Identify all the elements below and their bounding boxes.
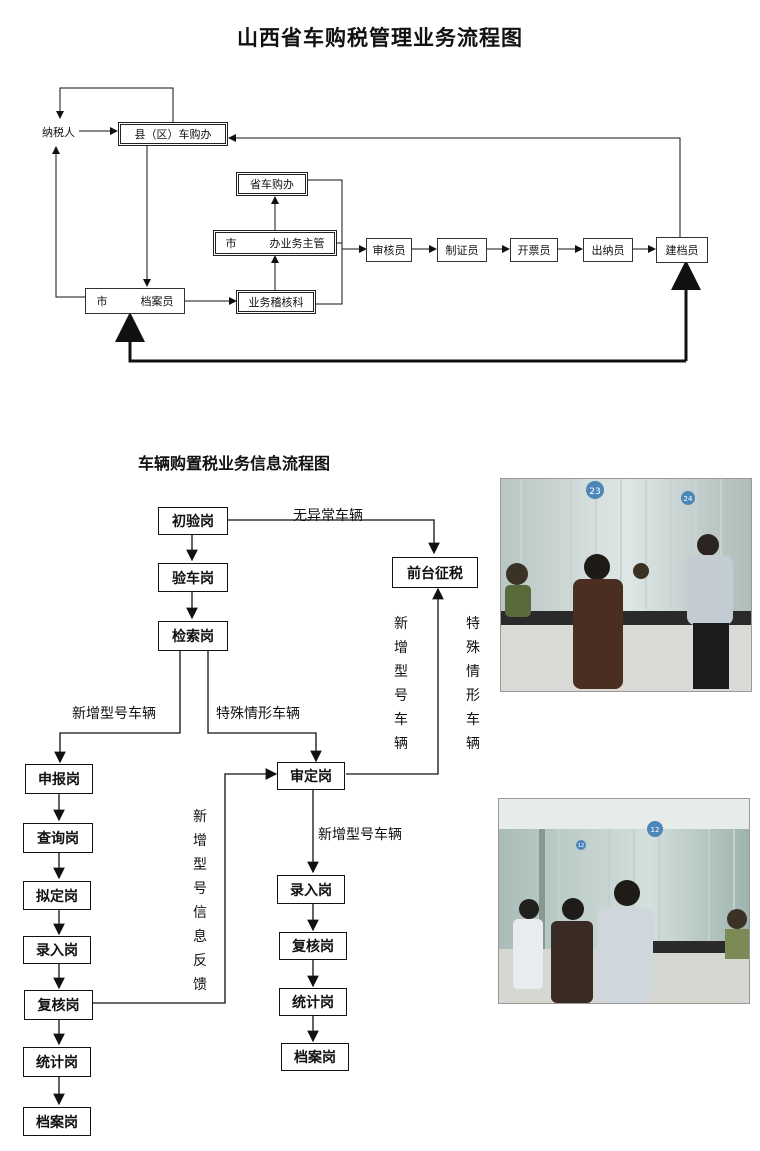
node-declare: 申报岗: [25, 764, 93, 794]
counter-number-1: 23: [589, 487, 600, 497]
node-draft: 拟定岗: [23, 881, 91, 910]
diagram2-title: 车辆购置税业务信息流程图: [138, 454, 331, 473]
diagram1-connectors: [52, 87, 701, 363]
diagram1-title: 山西省车购税管理业务流程图: [237, 25, 523, 50]
node-archive-right: 档案岗: [281, 1043, 349, 1071]
node-query: 查询岗: [23, 823, 93, 853]
label-new-model-vertical: 新增型号车辆: [394, 616, 408, 752]
photo-service-counter-1: 23 24: [500, 478, 752, 692]
label-special-vertical: 特殊情形车辆: [466, 616, 480, 752]
node-vehicle-check: 验车岗: [158, 563, 228, 592]
node-stats-left: 统计岗: [23, 1047, 91, 1077]
node-voucher-maker: 制证员: [437, 238, 487, 262]
node-archive-builder: 建档员: [656, 237, 708, 263]
node-recheck-right: 复核岗: [279, 932, 347, 960]
label-new-model-left: 新增型号车辆: [72, 706, 156, 722]
counter-number-3: 12: [651, 826, 660, 834]
node-entry-left: 录入岗: [23, 936, 91, 964]
node-approve: 审定岗: [277, 762, 345, 790]
node-stats-right: 统计岗: [279, 988, 347, 1016]
label-new-model-bottom: 新增型号车辆: [318, 827, 402, 843]
counter-number-4: 12: [578, 843, 584, 849]
label-new-model-feedback: 新增型号信息反馈: [193, 809, 207, 993]
node-initial-check: 初验岗: [158, 507, 228, 535]
label-special-case: 特殊情形车辆: [216, 706, 300, 722]
node-auditor: 审核员: [366, 238, 412, 262]
counter-number-2: 24: [684, 495, 693, 503]
node-entry-right: 录入岗: [277, 875, 345, 904]
node-invoice-issuer: 开票员: [510, 238, 558, 262]
node-city-supervisor: 市 办业务主管: [213, 230, 337, 256]
node-recheck-left: 复核岗: [24, 990, 93, 1020]
node-taxpayer: 纳税人: [42, 126, 75, 139]
node-cashier: 出纳员: [583, 238, 633, 262]
photo-service-counter-2: 12 12: [498, 798, 750, 1004]
node-front-tax: 前台征税: [392, 557, 478, 588]
node-business-review: 业务稽核科: [236, 290, 316, 314]
node-county-office: 县（区）车购办: [118, 122, 228, 146]
node-city-archivist: 市 档案员: [85, 288, 185, 314]
label-normal-vehicle: 无异常车辆: [293, 508, 363, 524]
node-retrieval: 检索岗: [158, 621, 228, 651]
node-province-office: 省车购办: [236, 172, 308, 196]
node-archive-left: 档案岗: [23, 1107, 91, 1136]
